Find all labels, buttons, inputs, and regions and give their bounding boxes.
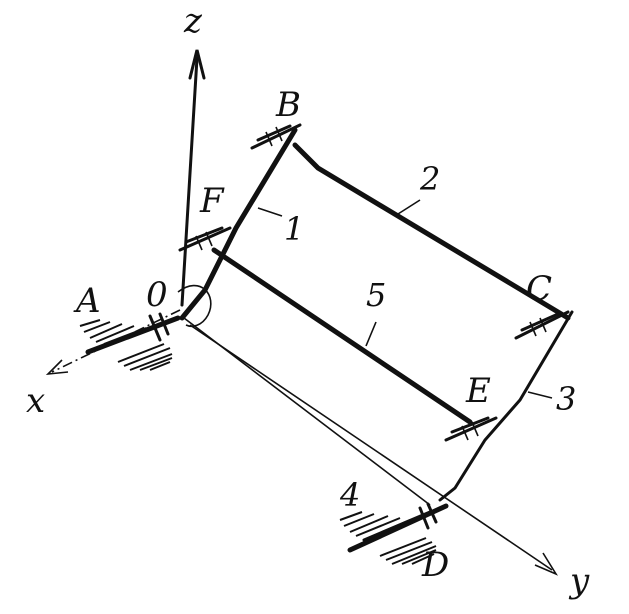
origin-label: 0 <box>146 275 168 315</box>
hinge-C <box>514 310 570 340</box>
member-1 <box>179 127 298 321</box>
member-number-4: 4 <box>339 476 360 514</box>
bearing-D <box>339 502 449 565</box>
member-number-5: 5 <box>366 276 386 314</box>
member-number-3: 3 <box>556 380 576 418</box>
bearing-A <box>79 312 181 371</box>
frame <box>179 127 574 506</box>
link-A-D <box>183 317 431 506</box>
point-label-C: C <box>526 269 552 309</box>
point-label-F: F <box>199 181 225 221</box>
y-axis <box>189 324 559 576</box>
rotation-arc <box>177 284 212 328</box>
leaders <box>257 199 553 399</box>
hinge-F <box>178 226 232 252</box>
x-axis <box>45 309 181 376</box>
z-axis <box>180 49 206 307</box>
point-label-E: E <box>465 371 491 411</box>
hinge-E <box>444 416 498 442</box>
point-label-A: A <box>73 281 101 321</box>
axis-label-x: x <box>26 381 45 421</box>
member-5 <box>211 247 473 425</box>
member-number-2: 2 <box>419 160 440 198</box>
member-2 <box>292 142 571 321</box>
point-label-D: D <box>421 545 449 585</box>
hinge-B <box>250 123 302 150</box>
member-number-1: 1 <box>284 210 304 248</box>
axis-label-y: y <box>568 561 590 601</box>
point-label-B: B <box>275 85 301 125</box>
axis-label-z: z <box>183 1 203 41</box>
member-3 <box>438 310 574 502</box>
